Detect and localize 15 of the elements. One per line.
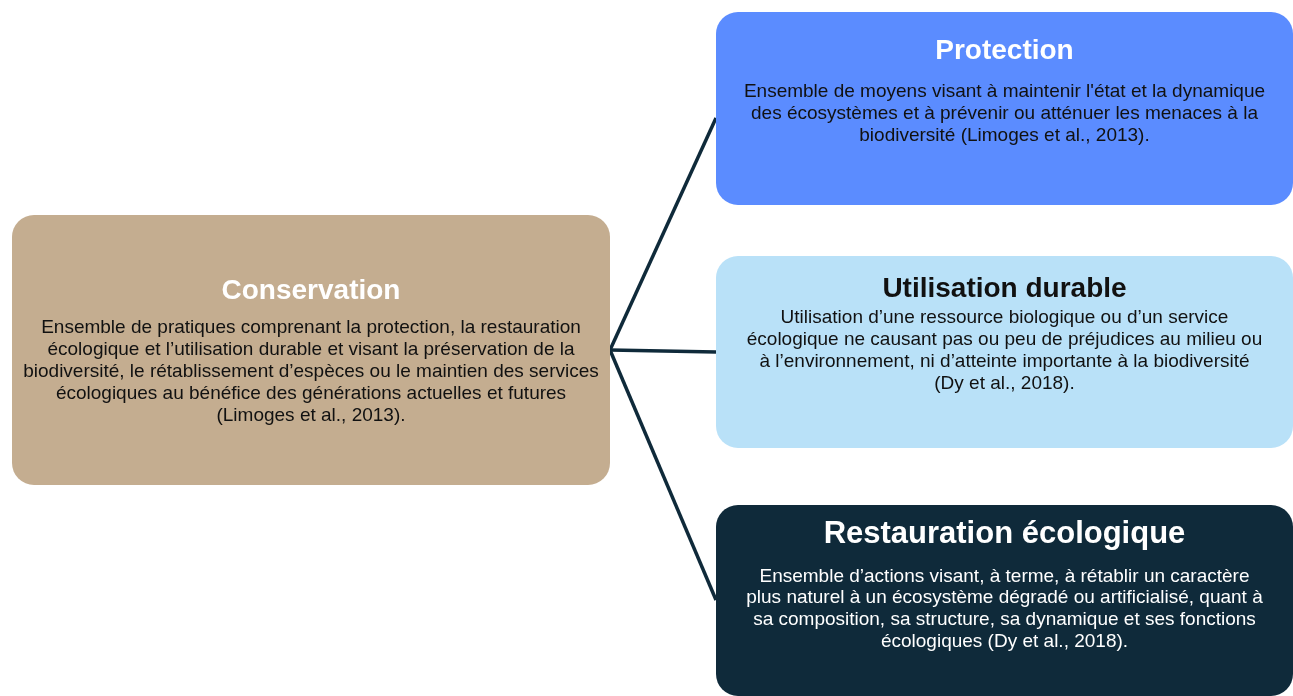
- definition-card: [716, 12, 1293, 205]
- card-description: Utilisation d’une ressource biologique ou d’un service écologique ne causant pas ou peu de préjudices au milieu ou à l’environnement, ni d’atteinte importante à la biodiversité (Dy et al., 2018).: [746, 306, 1263, 394]
- card-heading: Utilisation durable: [882, 272, 1127, 305]
- definition-card: [12, 215, 610, 485]
- card-heading: Restauration écologique: [823, 515, 1186, 551]
- connector-line: [608, 117, 718, 351]
- card-heading: Protection: [935, 34, 1074, 67]
- card-description: Ensemble de pratiques comprenant la protection, la restauration écologique et l’utilisation durable et visant la préservation de la biodiversité, le rétablissement d’espèces ou le maintien des services écologiques au bénéfice des générations actuelles et futures (Limoges et al., 2013).: [22, 316, 600, 426]
- card-heading: Conservation: [221, 274, 401, 307]
- definition-card: [716, 256, 1293, 448]
- definition-card: [716, 505, 1293, 696]
- card-description: Ensemble d’actions visant, à terme, à rétablir un caractère plus naturel à un écosystème dégradé ou artificialisé, quant à sa composition, sa structure, sa dynamique et ses fonctions écologiques (Dy et al., 2018).: [746, 564, 1263, 652]
- card-description: Ensemble de moyens visant à maintenir l'état et la dynamique des écosystèmes et à prévenir ou atténuer les menaces à la biodiversité (Limoges et al., 2013).: [742, 80, 1267, 146]
- connector-line: [609, 348, 717, 354]
- connector-line: [608, 349, 718, 601]
